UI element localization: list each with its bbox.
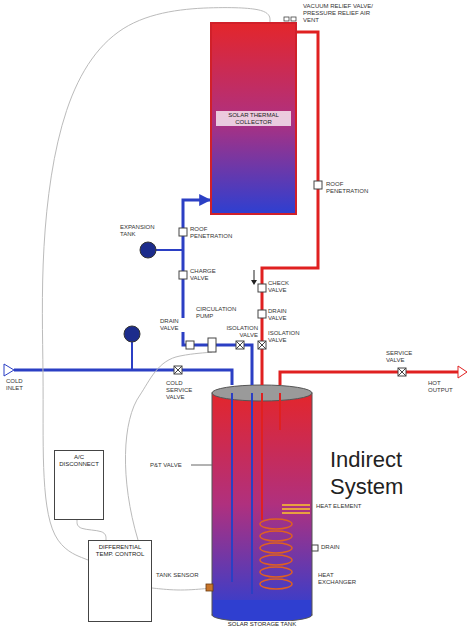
coil-turn	[260, 579, 292, 589]
cold-loop-pipe	[183, 200, 252, 385]
part-label: TANK SENSOR	[156, 572, 204, 579]
control-wire	[125, 352, 212, 540]
isolation-valve-symbol	[258, 341, 266, 349]
node-text: DIFFERENTIAL TEMP. CONTROL	[92, 544, 148, 558]
expansion-tank-symbol	[124, 242, 183, 370]
isolation-valve-symbol	[174, 366, 182, 374]
part-label: P&T VALVE	[150, 462, 190, 469]
part-label: ISOLATION VALVE	[268, 330, 306, 344]
coil-turn	[260, 543, 292, 553]
sensor-wire	[152, 588, 212, 590]
circulation-pump-symbol	[208, 338, 216, 352]
part-label: CIRCULATION PUMP	[196, 306, 242, 320]
node-text: SOLAR THERMAL COLLECTOR	[216, 111, 291, 127]
flow-arrow	[251, 280, 257, 285]
valve-symbol	[179, 271, 187, 279]
tank-internal-pipes	[251, 393, 253, 594]
part-label: COLD INLET	[6, 378, 36, 392]
air-vent-symbol	[284, 17, 296, 21]
expansion-tank-symbol	[140, 242, 156, 258]
coil-turn	[260, 519, 292, 529]
disconnect-box: A/C DISCONNECT	[54, 450, 104, 520]
isolation-valve-symbol	[398, 368, 406, 376]
heat-element-symbol	[282, 508, 310, 510]
part-label: DRAIN VALVE	[160, 318, 190, 332]
storage-tank-body	[212, 385, 312, 622]
heat-element-symbol	[282, 504, 310, 506]
part-label: ROOF PENETRATION	[190, 226, 236, 240]
control-box: DIFFERENTIAL TEMP. CONTROL	[88, 540, 152, 622]
valve-symbol	[186, 341, 194, 349]
coil-turn	[260, 555, 292, 565]
expansion-tank-symbol	[124, 326, 140, 342]
part-label: DRAIN VALVE	[268, 308, 302, 322]
part-label: HOT OUTPUT	[428, 380, 466, 394]
part-label: ROOF PENETRATION	[326, 181, 372, 195]
valve-symbol	[314, 181, 322, 189]
part-label: HEAT ELEMENT	[316, 503, 376, 510]
isolation-valve-symbol	[236, 341, 244, 349]
expansion-tank-symbol	[131, 342, 133, 370]
isolation-valve-symbol	[236, 341, 244, 349]
expansion-tank-symbol	[156, 249, 183, 251]
valve-symbol	[179, 228, 187, 236]
flow-arrow	[254, 270, 255, 281]
heat-element-symbol	[282, 505, 310, 513]
storage-tank: SOLAR STORAGE TANK	[212, 385, 312, 620]
control-wire	[125, 352, 212, 540]
pt-valve-leader	[191, 465, 212, 466]
part-label: COLD SERVICE VALVE	[166, 380, 198, 401]
air-vent-symbol	[284, 17, 289, 21]
storage-tank-body	[213, 600, 311, 615]
isolation-valve-symbol	[398, 368, 406, 376]
node-text: A/C DISCONNECT	[58, 454, 100, 468]
storage-tank-body	[212, 393, 312, 615]
part-label: CHECK VALVE	[268, 280, 302, 294]
valve-symbol	[258, 284, 266, 292]
part-label: VACUUM RELIEF VALVE/ PRESSURE RELIEF AIR…	[303, 3, 381, 24]
heat-exchanger-coil	[260, 519, 292, 589]
valve-symbol	[258, 310, 266, 318]
part-label: CHARGE VALVE	[190, 268, 224, 282]
drain-stub	[312, 545, 318, 551]
cold-inlet-pipe	[4, 364, 14, 376]
diagram-title: Indirect System	[330, 446, 460, 500]
part-label: SERVICE VALVE	[386, 350, 420, 364]
part-label: EXPANSION TANK	[120, 224, 160, 238]
solar-collector: SOLAR THERMAL COLLECTOR	[210, 22, 297, 215]
flow-arrow	[251, 270, 257, 285]
part-label: ISOLATION VALVE	[224, 325, 258, 339]
tank-internal-pipes	[261, 393, 263, 520]
tank-internal-pipes	[279, 393, 281, 430]
tank-internal-pipes	[232, 393, 280, 594]
hot-output-pipe	[458, 366, 467, 378]
coil-turn	[260, 567, 292, 577]
tank-internal-pipes	[231, 393, 233, 582]
circulation-pump-symbol	[208, 338, 216, 352]
control-wire	[77, 520, 106, 540]
tank-sensor-symbol	[206, 584, 213, 591]
pt-valve-leader	[191, 465, 212, 466]
drain-stub	[312, 545, 318, 551]
cold-inlet-pipe	[14, 370, 232, 385]
part-label: HEAT EXCHANGER	[318, 572, 362, 586]
heat-element-symbol	[282, 512, 310, 514]
part-label: DRAIN	[321, 544, 351, 551]
node-text: SOLAR STORAGE TANK	[192, 621, 332, 628]
isolation-valve-symbol	[258, 341, 266, 349]
coil-turn	[260, 531, 292, 541]
tank-sensor-symbol	[206, 584, 213, 591]
isolation-valve-symbol	[174, 366, 182, 374]
air-vent-symbol	[291, 17, 296, 21]
